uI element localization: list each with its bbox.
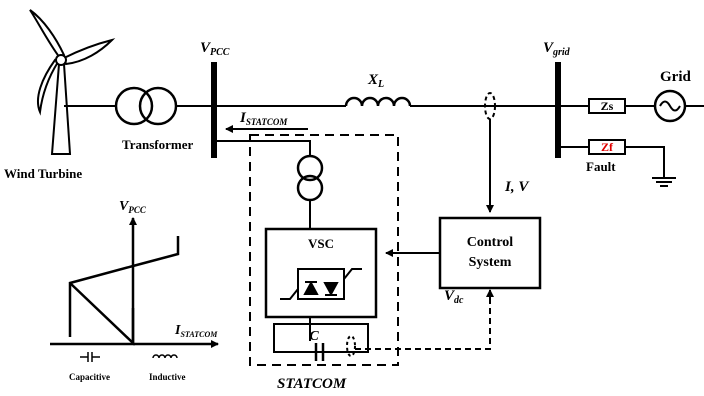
sine-wave-icon <box>659 100 681 112</box>
vi-characteristic-upper <box>68 236 180 337</box>
capacitor-label: C <box>309 329 319 344</box>
fault-label: Fault <box>586 159 616 174</box>
statcom-connection <box>217 140 311 157</box>
thyristor-icon <box>280 268 362 300</box>
ground-icon <box>652 177 676 187</box>
dc-capacitor-icon <box>314 343 325 361</box>
fault-impedance-label: Zf <box>601 140 614 154</box>
statcom-enclosure <box>249 134 399 366</box>
inductive-label: Inductive <box>149 372 186 382</box>
pcc-bus <box>211 62 217 158</box>
pcc-voltage-label: VPCC <box>200 40 230 58</box>
capacitive-label: Capacitive <box>69 372 110 382</box>
capacitor-symbol-icon <box>80 352 100 362</box>
dc-link-loop <box>273 323 369 353</box>
line-reactance-icon <box>344 96 412 107</box>
control-label-line2: System <box>469 255 512 270</box>
vi-x-axis-label: ISTATCOM <box>174 323 218 339</box>
control-label-line1: Control <box>467 235 514 250</box>
vsc-block <box>264 227 378 319</box>
statcom-label: STATCOM <box>277 376 347 392</box>
grid-voltage-label: Vgrid <box>543 40 571 58</box>
transformer-label: Transformer <box>122 137 193 152</box>
transformer-icon <box>114 86 178 126</box>
measurement-label: I, V <box>504 179 530 195</box>
source-impedance-label: Zs <box>601 99 614 113</box>
vi-y-axis-label: VPCC <box>119 199 147 215</box>
statcom-transformer-icon <box>296 154 324 202</box>
i-statcom-label: ISTATCOM <box>239 110 288 127</box>
vdc-label: Vdc <box>444 288 464 306</box>
wind-turbine-icon <box>29 9 116 155</box>
grid-label: Grid <box>660 69 691 85</box>
reactance-label: XL <box>367 72 384 90</box>
fault-lead-out <box>625 146 665 178</box>
control-system-block <box>438 216 542 290</box>
vi-characteristic-lower <box>69 282 135 346</box>
wind-turbine-label: Wind Turbine <box>4 166 82 181</box>
vsc-label: VSC <box>308 236 334 251</box>
vi-characteristic-chart: VPCC ISTATCOM Capacitive Inductive <box>50 199 219 382</box>
dc-voltage-sensor-icon <box>346 335 356 357</box>
inductor-symbol-icon <box>152 354 178 359</box>
vdc-feedback-line <box>355 292 491 350</box>
grid-bus <box>555 62 561 158</box>
